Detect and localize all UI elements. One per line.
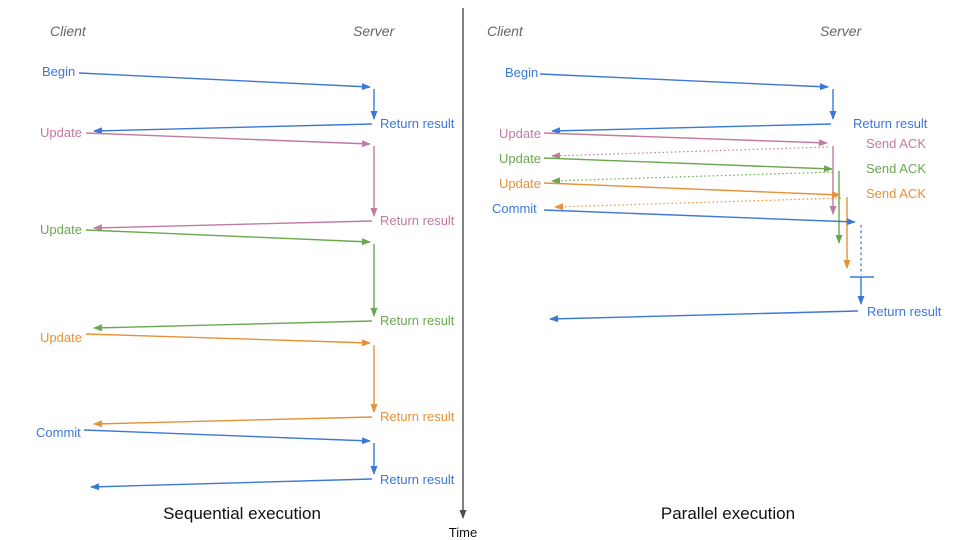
par-update3-request-arrow bbox=[543, 182, 841, 199]
seq-update2-label: Update bbox=[40, 222, 82, 237]
seq-update1-label: Update bbox=[40, 125, 82, 140]
seq-update2-request-arrow bbox=[85, 229, 371, 246]
time-axis-label: Time bbox=[449, 525, 477, 540]
seq-begin-request-arrow bbox=[78, 72, 371, 91]
par-update1-ack-label: Send ACK bbox=[866, 136, 926, 151]
seq-update2-response-label: Return result bbox=[380, 313, 455, 328]
seq-server-header: Server bbox=[353, 23, 396, 39]
time-axis: Time bbox=[449, 8, 477, 540]
par-update3-ack-arrow bbox=[554, 197, 842, 211]
seq-begin-response-arrow bbox=[93, 123, 373, 135]
seq-commit-request-arrow bbox=[83, 429, 371, 445]
seq-update2-response-arrow bbox=[93, 320, 373, 332]
sequential-title: Sequential execution bbox=[163, 504, 321, 523]
par-commit-response-arrow bbox=[549, 310, 859, 323]
seq-begin-response-label: Return result bbox=[380, 116, 455, 131]
parallel-panel: Client Server Begin Return result Update… bbox=[487, 23, 942, 523]
par-update3-ack-label: Send ACK bbox=[866, 186, 926, 201]
seq-update3-response-arrow bbox=[93, 416, 373, 428]
seq-commit-label: Commit bbox=[36, 425, 81, 440]
par-update1-label: Update bbox=[499, 126, 541, 141]
seq-commit-response-arrow bbox=[90, 478, 373, 491]
par-commit-label: Commit bbox=[492, 201, 537, 216]
seq-update3-request-arrow bbox=[85, 333, 371, 347]
par-update3-label: Update bbox=[499, 176, 541, 191]
par-update2-ack-label: Send ACK bbox=[866, 161, 926, 176]
par-commit-request-arrow bbox=[543, 209, 856, 226]
seq-update3-label: Update bbox=[40, 330, 82, 345]
seq-client-header: Client bbox=[50, 23, 87, 39]
par-server-header: Server bbox=[820, 23, 863, 39]
seq-update1-response-label: Return result bbox=[380, 213, 455, 228]
par-begin-response-label: Return result bbox=[853, 116, 928, 131]
par-update2-label: Update bbox=[499, 151, 541, 166]
seq-commit-response-label: Return result bbox=[380, 472, 455, 487]
par-begin-response-arrow bbox=[551, 123, 832, 135]
seq-update3-response-label: Return result bbox=[380, 409, 455, 424]
par-update1-request-arrow bbox=[543, 132, 828, 147]
seq-begin-label: Begin bbox=[42, 64, 75, 79]
par-begin-request-arrow bbox=[539, 73, 829, 91]
par-commit-response-label: Return result bbox=[867, 304, 942, 319]
par-update1-ack-arrow bbox=[551, 146, 829, 160]
par-update2-request-arrow bbox=[543, 157, 833, 173]
parallel-title: Parallel execution bbox=[661, 504, 795, 523]
par-update2-ack-arrow bbox=[551, 171, 834, 185]
par-begin-label: Begin bbox=[505, 65, 538, 80]
seq-update1-request-arrow bbox=[85, 132, 371, 148]
sequential-panel: Client Server Begin Return result Update… bbox=[36, 23, 455, 523]
par-client-header: Client bbox=[487, 23, 524, 39]
seq-update1-response-arrow bbox=[93, 220, 373, 232]
